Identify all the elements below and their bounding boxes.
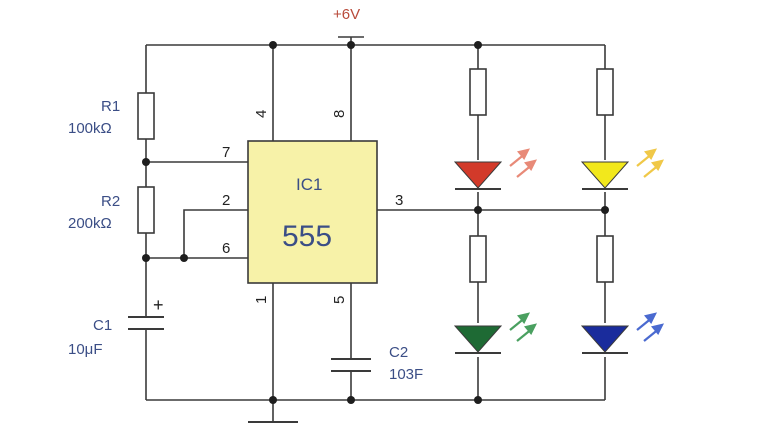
resistor-r1 bbox=[137, 92, 155, 140]
pin-7-label: 7 bbox=[222, 144, 230, 161]
light-arrows-icon bbox=[509, 312, 538, 342]
c2-name: C2 bbox=[389, 344, 408, 361]
pin-2-label: 2 bbox=[222, 192, 230, 209]
junction-dot bbox=[347, 396, 355, 404]
junction-dot bbox=[474, 41, 482, 49]
pin-4-label: 4 bbox=[253, 110, 270, 118]
r1-value: 100kΩ bbox=[68, 120, 112, 137]
resistor-led-red bbox=[469, 68, 487, 116]
junction-dot bbox=[142, 254, 150, 262]
junction-dot bbox=[142, 158, 150, 166]
junction-dot bbox=[269, 41, 277, 49]
r2-value: 200kΩ bbox=[68, 215, 112, 232]
light-arrows-icon bbox=[509, 148, 538, 178]
ic-555-body bbox=[247, 140, 378, 284]
ic-number: 555 bbox=[282, 220, 332, 253]
supply-voltage-label: +6V bbox=[333, 6, 360, 23]
r1-name: R1 bbox=[101, 98, 120, 115]
led-blue bbox=[579, 312, 665, 357]
c2-value: 103F bbox=[389, 366, 423, 383]
resistor-led-green bbox=[469, 235, 487, 283]
junction-dot bbox=[347, 41, 355, 49]
pin-8-label: 8 bbox=[331, 110, 348, 118]
resistor-led-blue bbox=[596, 235, 614, 283]
led-red bbox=[452, 148, 538, 192]
pin-3-label: 3 bbox=[395, 192, 403, 209]
pin-5-label: 5 bbox=[331, 296, 348, 304]
junction-dots bbox=[142, 41, 609, 404]
c1-polarity-mark: + bbox=[153, 295, 164, 315]
led-yellow bbox=[579, 148, 665, 192]
c1-value: 10μF bbox=[68, 341, 103, 358]
resistor-led-yellow bbox=[596, 68, 614, 116]
resistor-r2 bbox=[137, 186, 155, 234]
junction-dot bbox=[180, 254, 188, 262]
light-arrows-icon bbox=[636, 312, 665, 342]
capacitor-c2 bbox=[331, 358, 371, 372]
capacitor-c1 bbox=[128, 316, 164, 330]
c1-name: C1 bbox=[93, 317, 112, 334]
junction-dot bbox=[474, 206, 482, 214]
junction-dot bbox=[474, 396, 482, 404]
junction-dot bbox=[269, 396, 277, 404]
light-arrows-icon bbox=[636, 148, 665, 178]
ic-name: IC1 bbox=[296, 175, 322, 194]
r2-name: R2 bbox=[101, 193, 120, 210]
pin-1-label: 1 bbox=[253, 296, 270, 304]
led-green bbox=[452, 312, 538, 357]
junction-dot bbox=[601, 206, 609, 214]
pin-6-label: 6 bbox=[222, 240, 230, 257]
